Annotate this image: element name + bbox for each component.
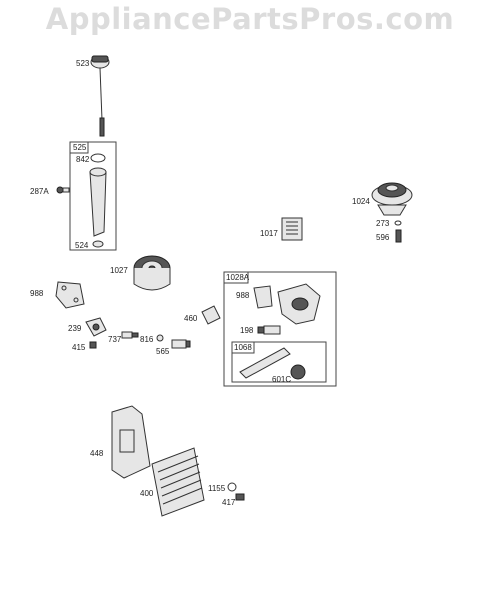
part-1027-oil-filter[interactable] bbox=[133, 255, 171, 291]
part-287A-bolt[interactable] bbox=[56, 186, 70, 194]
label-1028A[interactable]: 1028A bbox=[226, 273, 250, 282]
part-460-fitting[interactable] bbox=[201, 305, 221, 325]
part-596-bolt[interactable] bbox=[395, 229, 402, 243]
part-1068-tube[interactable] bbox=[239, 347, 291, 379]
label-460[interactable]: 460 bbox=[184, 314, 198, 323]
part-988-gasket-left[interactable] bbox=[55, 281, 85, 309]
label-1027[interactable]: 1027 bbox=[110, 266, 128, 275]
group-box-525 bbox=[69, 141, 117, 251]
label-816[interactable]: 816 bbox=[140, 335, 154, 344]
part-tube[interactable] bbox=[89, 167, 107, 237]
part-737-bolt[interactable] bbox=[121, 331, 139, 339]
label-417[interactable]: 417 bbox=[222, 498, 236, 507]
label-525[interactable]: 525 bbox=[73, 143, 87, 152]
label-524[interactable]: 524 bbox=[75, 241, 89, 250]
label-988-right[interactable]: 988 bbox=[236, 291, 250, 300]
part-400-cooler[interactable] bbox=[151, 447, 205, 517]
part-1155-washer[interactable] bbox=[227, 482, 237, 492]
label-239[interactable]: 239 bbox=[68, 324, 82, 333]
label-415[interactable]: 415 bbox=[72, 343, 86, 352]
label-1068[interactable]: 1068 bbox=[234, 343, 252, 352]
part-448-bracket[interactable] bbox=[111, 405, 151, 479]
group-box-1068-tag bbox=[231, 341, 255, 354]
label-1024[interactable]: 1024 bbox=[352, 197, 370, 206]
watermark: AppliancePartsPros.com bbox=[45, 2, 455, 36]
part-1024-pulley[interactable] bbox=[371, 182, 413, 216]
label-601C[interactable]: 601C bbox=[272, 375, 291, 384]
group-box-1028A-tag bbox=[223, 271, 249, 284]
group-box-1068 bbox=[231, 341, 327, 383]
part-adapter-housing[interactable] bbox=[277, 283, 321, 325]
part-417-bolt[interactable] bbox=[235, 493, 245, 501]
group-box-525-tag bbox=[69, 141, 89, 154]
label-287A[interactable]: 287A bbox=[30, 187, 49, 196]
part-842-oring[interactable] bbox=[90, 153, 106, 163]
label-596[interactable]: 596 bbox=[376, 233, 390, 242]
label-565[interactable]: 565 bbox=[156, 347, 170, 356]
part-523-dipstick[interactable] bbox=[90, 55, 110, 137]
part-601C-clamp[interactable] bbox=[290, 364, 306, 380]
label-1017[interactable]: 1017 bbox=[260, 229, 278, 238]
label-400[interactable]: 400 bbox=[140, 489, 154, 498]
label-988-left[interactable]: 988 bbox=[30, 289, 44, 298]
label-273[interactable]: 273 bbox=[376, 219, 390, 228]
part-239-bracket[interactable] bbox=[85, 317, 107, 337]
part-273-washer[interactable] bbox=[394, 220, 402, 226]
part-1017-filter[interactable] bbox=[281, 217, 303, 241]
label-198[interactable]: 198 bbox=[240, 326, 254, 335]
part-816-plug[interactable] bbox=[156, 334, 164, 342]
label-523[interactable]: 523 bbox=[76, 59, 90, 68]
part-524-seal[interactable] bbox=[92, 240, 104, 248]
part-565-valve[interactable] bbox=[171, 339, 191, 349]
group-box-1028A bbox=[223, 271, 337, 387]
label-1155[interactable]: 1155 bbox=[208, 484, 226, 493]
part-198-fitting[interactable] bbox=[257, 325, 281, 335]
label-448[interactable]: 448 bbox=[90, 449, 104, 458]
part-415-screw[interactable] bbox=[89, 341, 97, 349]
label-842[interactable]: 842 bbox=[76, 155, 90, 164]
part-988-gasket-right[interactable] bbox=[253, 285, 273, 309]
label-737[interactable]: 737 bbox=[108, 335, 122, 344]
